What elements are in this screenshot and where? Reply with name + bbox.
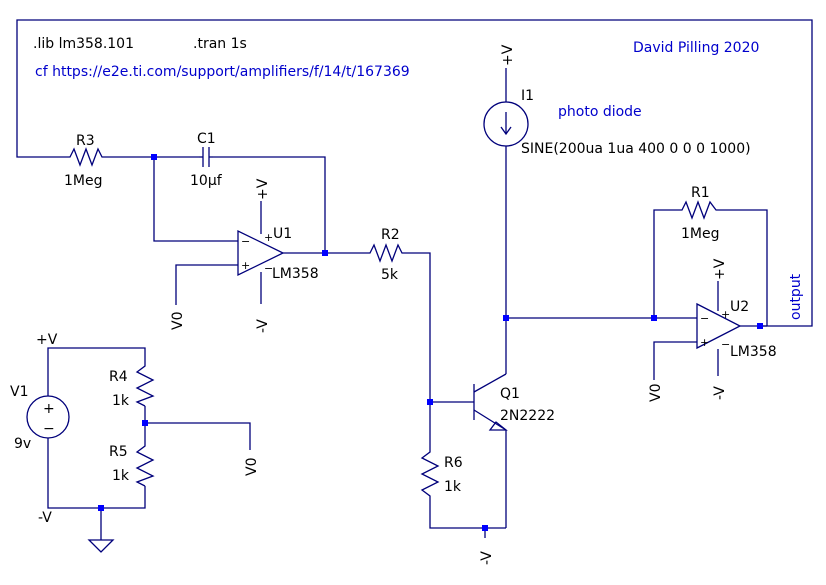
- junction-u2-inverting: [651, 315, 657, 321]
- u2-inverting-sign: −: [700, 312, 709, 325]
- c1-name: C1: [197, 131, 216, 147]
- net-vneg-u1: -V: [255, 319, 271, 333]
- voltage-source-v1-symbol: [26, 395, 70, 439]
- wire-output-feedback: [16, 19, 813, 327]
- wire-u1-inverting: [153, 157, 238, 242]
- net-vpos-i1: +V: [500, 44, 516, 66]
- wire-u2-noninverting: [653, 341, 697, 380]
- u2-model: LM358: [730, 344, 777, 360]
- wire-c1-u1out: [213, 156, 326, 253]
- u2-name: U2: [730, 299, 749, 315]
- net-vpos-u2: +V: [712, 258, 728, 280]
- current-source-i1-symbol: [483, 101, 529, 147]
- resistor-r5-symbol: [135, 440, 155, 487]
- wire-r1-left: [653, 209, 676, 318]
- junctions: [98, 154, 763, 531]
- junction-r3-c1: [151, 154, 157, 160]
- wire-r2-base: [408, 252, 474, 403]
- wire-u1-noninverting: [175, 264, 238, 305]
- resistor-r2-symbol: [364, 243, 408, 263]
- u2-noninverting-sign: +: [700, 336, 709, 349]
- net-output: output: [788, 273, 804, 320]
- i1-comment: photo diode: [558, 104, 642, 120]
- wire-r1-right: [722, 209, 768, 326]
- capacitor-c1-symbol: [199, 147, 213, 167]
- u2-vneg-sign: −: [721, 338, 730, 351]
- opamp-u1-symbol: [237, 229, 285, 277]
- tran-directive: .tran 1s: [193, 36, 247, 52]
- wires: [16, 19, 813, 540]
- v1-value: 9v: [14, 436, 31, 452]
- junction-q1-base: [427, 399, 433, 405]
- u1-name: U1: [273, 226, 292, 242]
- net-v0-u1: V0: [170, 312, 186, 330]
- resistor-r1-symbol: [676, 200, 722, 220]
- r2-value: 5k: [381, 267, 399, 283]
- net-vneg-u2: -V: [712, 386, 728, 400]
- wire-v1-bottom: [47, 438, 146, 509]
- wire-divider-v0: [145, 422, 251, 450]
- lib-directive: .lib lm358.101: [33, 36, 134, 52]
- r4-name: R4: [109, 369, 128, 385]
- junction-divider-mid: [142, 420, 148, 426]
- v1-minus-sign: −: [43, 421, 55, 437]
- r2-name: R2: [381, 227, 400, 243]
- ground-icon: [87, 539, 115, 553]
- net-v0-u2: V0: [648, 384, 664, 402]
- net-vpos-v1: +V: [36, 332, 58, 348]
- junction-u1-out: [322, 250, 328, 256]
- r3-name: R3: [76, 133, 95, 149]
- u1-vneg-sign: −: [264, 262, 273, 275]
- net-vpos-u1: +V: [255, 178, 271, 200]
- r6-name: R6: [444, 455, 463, 471]
- net-vneg-bottom: -V: [479, 551, 495, 565]
- wire-r6-bottom: [429, 504, 506, 529]
- resistor-r6-symbol: [420, 446, 440, 504]
- c1-value: 10µf: [190, 173, 223, 189]
- net-vneg-v1: -V: [38, 510, 52, 526]
- r5-value: 1k: [112, 468, 130, 484]
- u2-vpos-sign: +: [721, 308, 730, 321]
- r1-value: 1Meg: [681, 226, 720, 242]
- q1-name: Q1: [500, 386, 520, 402]
- q1-model: 2N2222: [500, 408, 555, 424]
- opamp-u2-symbol: [696, 302, 742, 350]
- u1-vpos-sign: +: [264, 231, 273, 244]
- resistor-r3-symbol: [64, 147, 108, 167]
- v1-name: V1: [10, 384, 28, 400]
- transistor-q1-symbol: [473, 373, 508, 431]
- junction-ground: [98, 505, 104, 511]
- r1-name: R1: [691, 185, 710, 201]
- u1-noninverting-sign: +: [241, 259, 250, 272]
- u1-inverting-sign: −: [241, 235, 250, 248]
- r5-name: R5: [109, 444, 128, 460]
- r4-value: 1k: [112, 393, 130, 409]
- resistor-r4-symbol: [135, 360, 155, 407]
- v1-plus-sign: +: [43, 401, 55, 417]
- reference-link[interactable]: cf https://e2e.ti.com/support/amplifiers…: [35, 64, 410, 80]
- junction-u2-out: [757, 323, 763, 329]
- junction-negv-bottom: [482, 525, 488, 531]
- junction-collector: [503, 315, 509, 321]
- r3-value: 1Meg: [64, 173, 103, 189]
- r6-value: 1k: [444, 479, 462, 495]
- i1-value: SINE(200ua 1ua 400 0 0 0 1000): [521, 141, 751, 157]
- wire-v1-top: [47, 347, 146, 396]
- net-v0-divider: V0: [244, 458, 260, 476]
- author-credit: David Pilling 2020: [633, 40, 759, 56]
- i1-name: I1: [521, 88, 534, 104]
- u1-model: LM358: [272, 266, 319, 282]
